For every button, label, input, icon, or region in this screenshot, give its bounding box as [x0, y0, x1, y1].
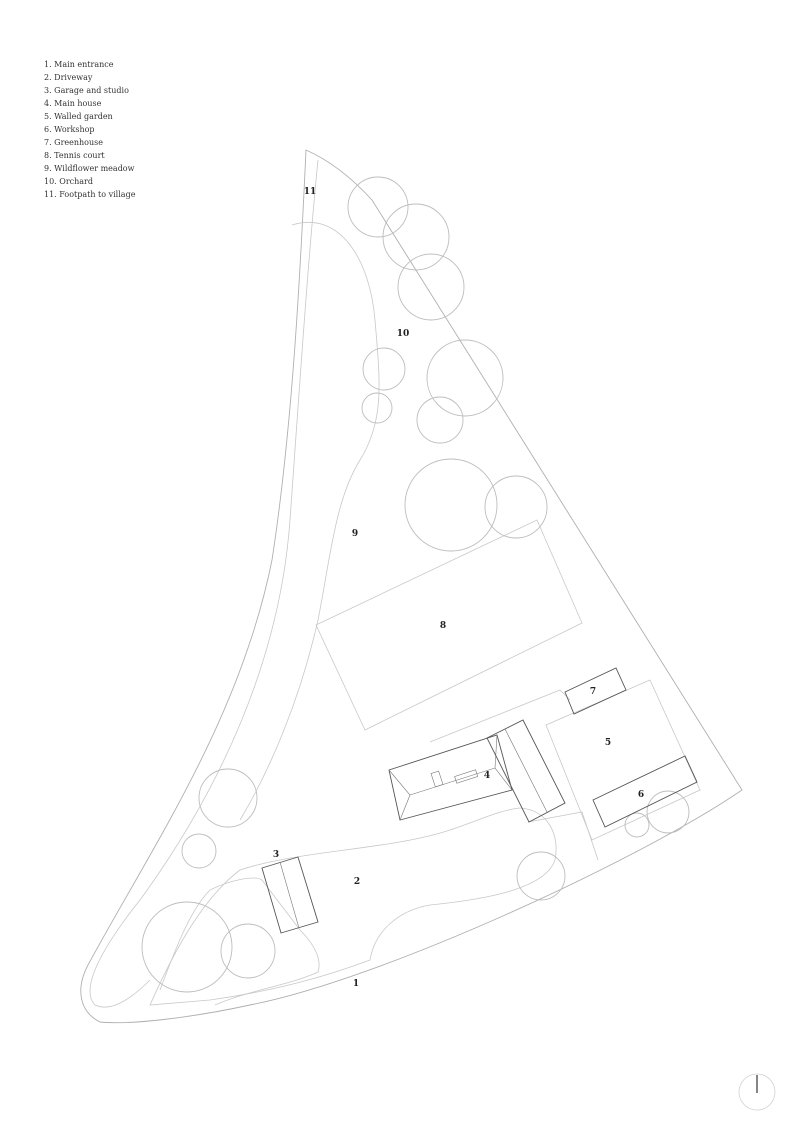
meadow-path [239, 222, 380, 821]
label-orchard: 10 [397, 329, 410, 339]
label-workshop: 6 [638, 790, 644, 800]
footpath-to-village [89, 159, 319, 1008]
legend-item: 10. Orchard [44, 177, 93, 186]
tree-icon [198, 768, 258, 828]
legend-item: 3. Garage and studio [44, 86, 129, 95]
tree-icon [426, 339, 504, 417]
garage-forecourt [159, 877, 320, 1006]
tree-icon [361, 392, 393, 424]
legend-item: 9. Wildflower meadow [44, 164, 135, 173]
label-main-entrance: 1 [353, 979, 359, 989]
trees [141, 176, 690, 993]
tree-icon [397, 253, 465, 321]
workshop [592, 755, 698, 828]
greenhouse [564, 667, 627, 715]
garage-and-studio [261, 856, 319, 934]
label-driveway: 2 [354, 877, 360, 887]
label-footpath-to-village: 11 [304, 187, 317, 197]
tennis-court [315, 519, 583, 731]
main-house [388, 719, 566, 823]
tree-icon [181, 833, 217, 869]
driveway [149, 807, 557, 1006]
tree-icon [516, 851, 566, 901]
tree-icon [624, 812, 650, 838]
garden-wall [429, 689, 571, 743]
legend-item: 7. Greenhouse [44, 138, 103, 147]
legend-item: 8. Tennis court [44, 151, 105, 160]
legend-item: 4. Main house [44, 99, 102, 108]
site-legend: 1. Main entrance 2. Driveway 3. Garage a… [44, 58, 135, 201]
tree-icon [220, 923, 276, 979]
legend-item: 11. Footpath to village [44, 190, 136, 199]
label-garage-and-studio: 3 [273, 850, 279, 860]
tree-icon [484, 475, 548, 539]
legend-item: 6. Workshop [44, 125, 95, 134]
tree-icon [646, 790, 690, 834]
garden-wall-south [527, 811, 599, 861]
legend-item: 5. Walled garden [44, 112, 113, 121]
tree-icon [404, 458, 498, 552]
north-arrow-icon [738, 1073, 776, 1111]
site-boundary [80, 149, 743, 1024]
tree-icon [347, 176, 409, 238]
label-wildflower-meadow: 9 [352, 529, 358, 539]
label-tennis-court: 8 [440, 621, 446, 631]
label-greenhouse: 7 [590, 687, 596, 697]
tree-icon [382, 203, 450, 271]
label-walled-garden: 5 [605, 738, 611, 748]
label-main-house: 4 [484, 771, 490, 781]
tree-icon [416, 396, 464, 444]
tree-icon [141, 901, 233, 993]
legend-item: 1. Main entrance [44, 60, 114, 69]
legend-item: 2. Driveway [44, 73, 93, 82]
tree-icon [362, 347, 406, 391]
